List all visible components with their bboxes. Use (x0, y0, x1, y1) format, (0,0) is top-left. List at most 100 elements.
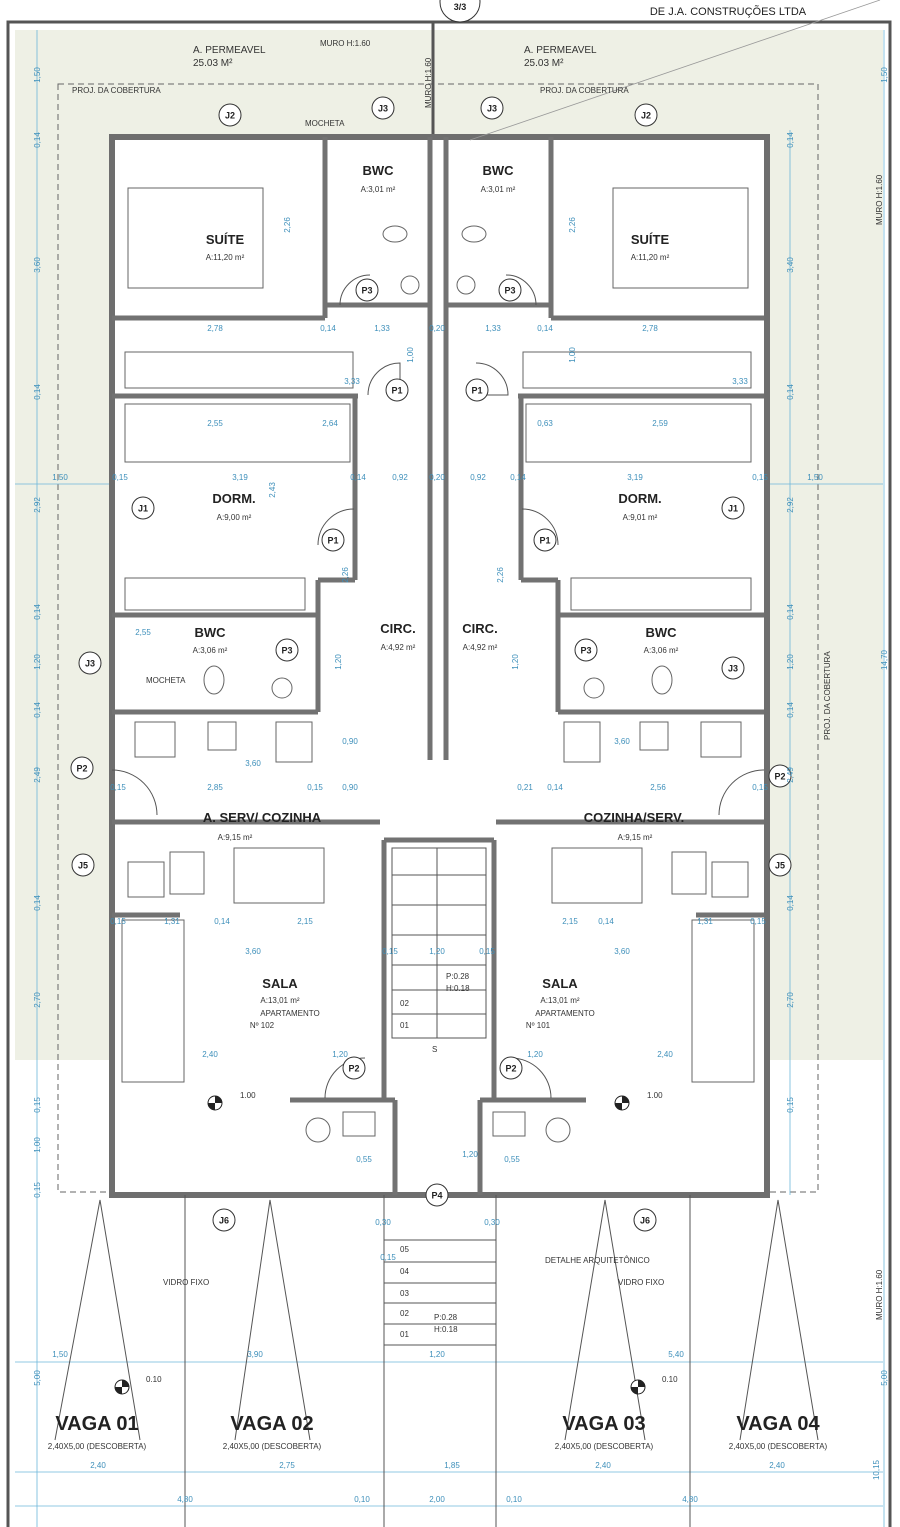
opening-tag: P3 (355, 278, 379, 302)
opening-tag: J3 (371, 96, 395, 120)
dimension-label: 1,20 (462, 1150, 478, 1159)
building-outline (109, 134, 770, 1198)
level-marker: 1.00 (614, 1091, 663, 1111)
lot-boundary (6, 20, 892, 1527)
dimension-label: 0,14 (786, 702, 795, 718)
room-bwc-name: BWC (645, 625, 677, 640)
dimension-label: 1,20 (527, 1050, 543, 1059)
dimension-label: 0,15 (382, 947, 398, 956)
apartment-number: Nº 102 (250, 1021, 275, 1030)
toilet (382, 225, 408, 243)
tag-label: J5 (78, 861, 88, 871)
dimension-label: 2,40 (657, 1050, 673, 1059)
leader-line (469, 0, 881, 141)
dimension-label: 2,78 (642, 324, 658, 333)
tag-label: J1 (728, 504, 738, 514)
sink (207, 721, 237, 751)
dimension-label: 0,15 (380, 1253, 396, 1262)
wall-height-note: MURO H:1.60 (875, 1269, 884, 1320)
opening-tag: P2 (70, 756, 94, 780)
room-dorm-area: A:9,01 m² (623, 513, 658, 522)
opening-tag: P1 (465, 378, 489, 402)
dimension-label: 0,14 (547, 783, 563, 792)
dimension-label: 1,00 (568, 347, 577, 363)
tag-label: P2 (505, 1064, 516, 1074)
dimension-label: 1,00 (406, 347, 415, 363)
dimension-label: 1,20 (786, 654, 795, 670)
opening-tag: P1 (533, 528, 557, 552)
dimension-label: 2,40 (202, 1050, 218, 1059)
opening-tag: J3 (78, 651, 102, 675)
dimension-label: 0,63 (537, 419, 553, 428)
wardrobe (570, 577, 752, 611)
cabinet (492, 1111, 526, 1137)
tag-label: J2 (225, 111, 235, 121)
opening-tag: J2 (218, 103, 242, 127)
permeable-area-value: 25.03 M² (193, 58, 233, 69)
dimension-label: 1,31 (164, 917, 180, 926)
parking-space-label: VAGA 02 (230, 1413, 313, 1435)
room-kitchen-name: COZINHA/SERV. (584, 810, 684, 825)
dimension-label: 3,19 (232, 473, 248, 482)
sink (583, 677, 605, 699)
permeable-label: A. PERMEAVEL (524, 45, 597, 56)
dimension-label: 1,20 (334, 654, 343, 670)
roof-projection-label: PROJ. DA COBERTURA (823, 651, 832, 740)
tag-circle (574, 638, 598, 662)
wardrobe (124, 577, 306, 611)
opening-tag: J5 (71, 853, 95, 877)
room-suite-area: A:11,20 m² (631, 253, 670, 262)
tag-circle (465, 378, 489, 402)
mocheta-note: MOCHETA (305, 119, 345, 128)
dimension-label: 2,26 (341, 567, 350, 583)
section-mark: 3/3 (454, 2, 467, 12)
stove (700, 721, 742, 758)
tag-circle (721, 496, 745, 520)
bed (124, 403, 351, 463)
opening-tag: J1 (131, 496, 155, 520)
parking-space-size: 2,40X5,00 (DESCOBERTA) (223, 1442, 322, 1451)
apartment-label: APARTAMENTO (535, 1009, 594, 1018)
tag-circle (499, 1056, 523, 1080)
stair-riser: H:0.18 (434, 1325, 458, 1334)
tag-circle (321, 528, 345, 552)
room-sala-area: A:13,01 m² (540, 996, 579, 1005)
dimension-label: 0,15 (307, 783, 323, 792)
dimension-label: 0,14 (786, 384, 795, 400)
level-marker: 0.10 (114, 1375, 162, 1395)
dimension-label: 2,75 (279, 1461, 295, 1470)
tag-circle (218, 103, 242, 127)
room-circ-name: CIRC. (380, 621, 415, 636)
dimension-label: 0,15 (112, 473, 128, 482)
dimension-label: 2,55 (135, 628, 151, 637)
dimension-label: 1,50 (807, 473, 823, 482)
svg-text:1.00: 1.00 (647, 1091, 663, 1100)
tag-label: J6 (219, 1216, 229, 1226)
dimension-label: 1,20 (429, 1350, 445, 1359)
tag-circle (480, 96, 504, 120)
stair-step: 01 (400, 1330, 409, 1339)
stair-step: 01 (400, 1021, 409, 1030)
dimension-label: 3,60 (33, 257, 42, 273)
opening-tag: P4 (425, 1183, 449, 1207)
stair-tread: P:0.28 (434, 1313, 458, 1322)
room-kitchen-area: A:9,15 m² (618, 833, 653, 842)
parking-space-label: VAGA 04 (736, 1413, 820, 1435)
tag-circle (768, 853, 792, 877)
room-suite-name: SUÍTE (631, 232, 670, 247)
permeable-label: A. PERMEAVEL (193, 45, 266, 56)
room-suite-name: SUÍTE (206, 232, 245, 247)
stair-step: 02 (400, 999, 409, 1008)
dimension-label: 5,40 (668, 1350, 684, 1359)
stair-tread: P:0.28 (446, 972, 470, 981)
room-bwc-name: BWC (482, 163, 514, 178)
tag-label: J5 (775, 861, 785, 871)
tag-circle (70, 756, 94, 780)
dimension-label: 2,26 (496, 567, 505, 583)
room-sala-name: SALA (262, 976, 298, 991)
dimension-label: 0,14 (214, 917, 230, 926)
tag-label: P3 (504, 286, 515, 296)
dimension-label: 0,20 (429, 324, 445, 333)
dimension-label: 1,31 (697, 917, 713, 926)
parking-space-label: VAGA 03 (562, 1413, 645, 1435)
